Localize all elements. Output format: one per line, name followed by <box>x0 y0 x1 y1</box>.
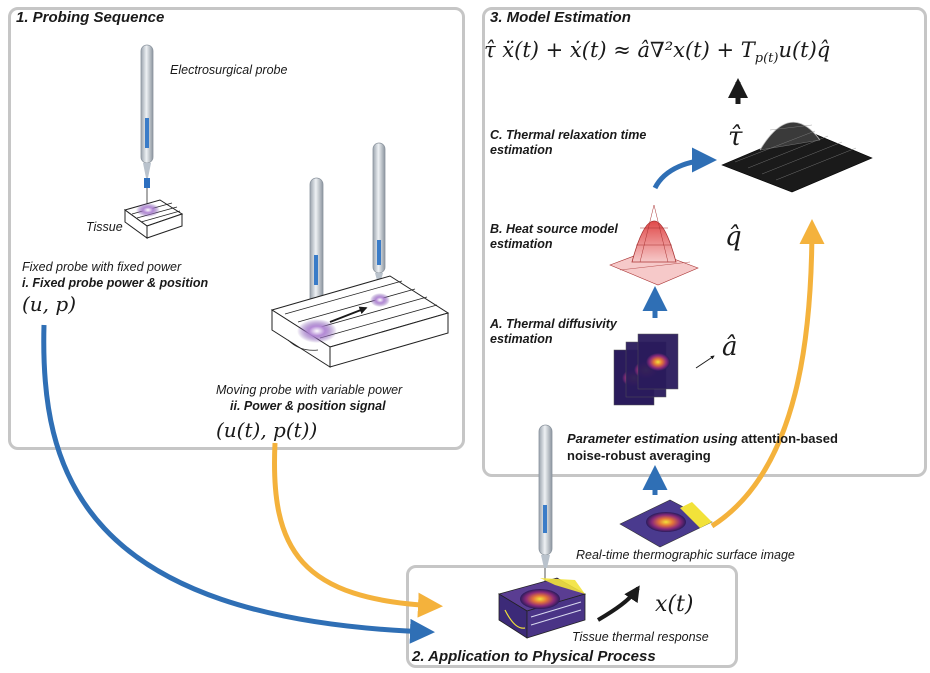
tissue-block-small <box>123 199 184 239</box>
relaxation-time-surface-plot <box>721 122 873 193</box>
fixed-signal-math: (u, p) <box>22 292 77 316</box>
parameter-estimation-label: Parameter estimation using attention-bas… <box>567 430 838 464</box>
step-b-line-2: estimation <box>490 237 553 251</box>
tissue-block-large <box>270 275 450 368</box>
step-a-line-1: A. Thermal diffusivity <box>490 317 617 331</box>
param-line-1-rest: attention-based <box>741 431 838 446</box>
tau-hat-symbol: τ̂ <box>728 122 743 152</box>
step-c-line-2: estimation <box>490 143 553 157</box>
fixed-signal-flow-arrow <box>41 324 435 644</box>
electrosurgical-probe-right <box>372 142 386 296</box>
electrosurgical-probe-process <box>538 424 553 585</box>
model-estimation-title: 3. Model Estimation <box>490 9 631 26</box>
param-line-1-italic: Parameter estimation using <box>567 431 738 446</box>
fixed-probe-title: i. Fixed probe power & position <box>22 276 209 290</box>
param-line-2: noise-robust averaging <box>567 448 711 463</box>
electrosurgical-probe-small <box>140 44 154 205</box>
probing-sequence-title: 1. Probing Sequence <box>16 9 165 26</box>
tissue-thermal-block <box>498 577 587 639</box>
fixed-probe-description: Fixed probe with fixed power <box>22 260 182 274</box>
equation-subscript: p(t) <box>754 51 779 67</box>
moving-signal-math: (u(t), p(t)) <box>216 418 318 442</box>
a-hat-symbol: â <box>722 332 738 362</box>
probing-sequence-panel <box>8 7 465 450</box>
step-c-label: C. Thermal relaxation time estimation <box>490 128 646 158</box>
thermal-response-label: Tissue thermal response <box>572 630 709 644</box>
response-curved-arrow <box>596 585 640 622</box>
model-estimation-panel <box>482 7 927 477</box>
equation-tail: u(t)q̂ <box>778 38 831 62</box>
moving-signal-flow-arrow <box>272 442 443 618</box>
equation-main: τ̂ ẍ(t) + ẋ(t) ≈ â∇²x(t) + T <box>484 38 755 62</box>
q-hat-symbol: q̂ <box>725 222 742 252</box>
physical-process-title: 2. Application to Physical Process <box>412 648 656 665</box>
probe-label: Electrosurgical probe <box>170 63 288 77</box>
stack-to-a-pointer <box>695 355 715 369</box>
step-c-line-1: C. Thermal relaxation time <box>490 128 647 142</box>
tissue-label: Tissue <box>86 220 123 234</box>
thermal-image-to-tau-arrow <box>710 219 825 529</box>
moving-probe-description: Moving probe with variable power <box>216 383 403 397</box>
heat-source-to-tau-arrow <box>652 147 717 190</box>
model-equation: τ̂ ẍ(t) + ẋ(t) ≈ â∇²x(t) + Tp(t)u(t)q̂ <box>484 38 830 66</box>
thermal-image-stack <box>613 333 679 406</box>
heat-source-surface-plot <box>609 204 699 286</box>
state-math: x(t) <box>655 592 694 617</box>
step-a-label: A. Thermal diffusivity estimation <box>490 317 617 347</box>
surface-image-label: Real-time thermographic surface image <box>576 548 795 562</box>
thermographic-surface-image <box>619 499 713 548</box>
moving-probe-title: ii. Power & position signal <box>230 399 386 413</box>
step-a-line-2: estimation <box>490 332 553 346</box>
step-b-label: B. Heat source model estimation <box>490 222 618 252</box>
step-b-line-1: B. Heat source model <box>490 222 618 236</box>
